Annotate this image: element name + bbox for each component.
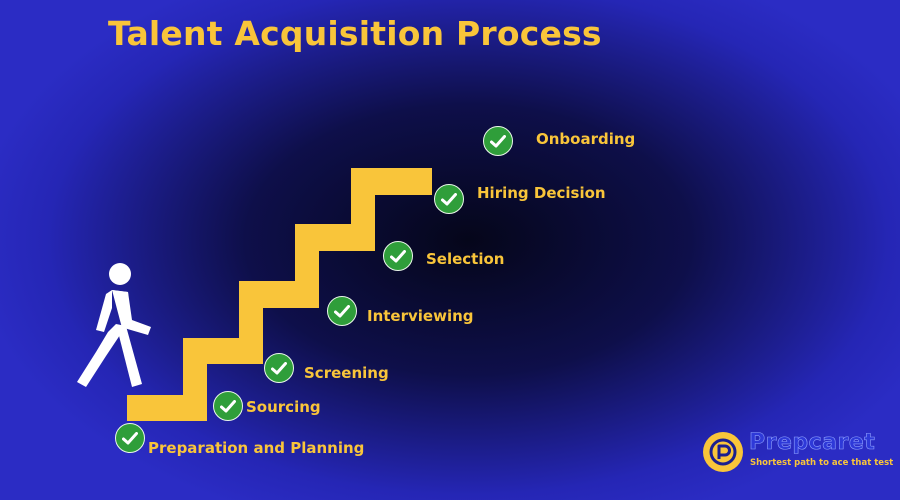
step-label-interviewing: Interviewing — [367, 307, 474, 325]
check-icon — [213, 391, 243, 421]
step-label-onboarding: Onboarding — [536, 130, 636, 148]
check-icon — [115, 423, 145, 453]
step-label-screening: Screening — [304, 364, 389, 382]
step-label-hiring-decision: Hiring Decision — [477, 184, 606, 202]
step-label-sourcing: Sourcing — [246, 398, 321, 416]
logo-mark-icon — [703, 432, 743, 472]
page-title: Talent Acquisition Process — [108, 14, 602, 53]
brand-tagline: Shortest path to ace that test — [750, 458, 894, 468]
brand-name: Prepcaret — [749, 430, 876, 456]
step-label-preparation: Preparation and Planning — [148, 439, 365, 457]
check-icon — [264, 353, 294, 383]
check-icon — [327, 296, 357, 326]
check-icon — [383, 241, 413, 271]
step-label-selection: Selection — [426, 250, 505, 268]
check-icon — [434, 184, 464, 214]
person-walking-icon — [77, 263, 151, 387]
check-icon — [483, 126, 513, 156]
brand-logo: Prepcaret Shortest path to ace that test — [703, 430, 893, 480]
